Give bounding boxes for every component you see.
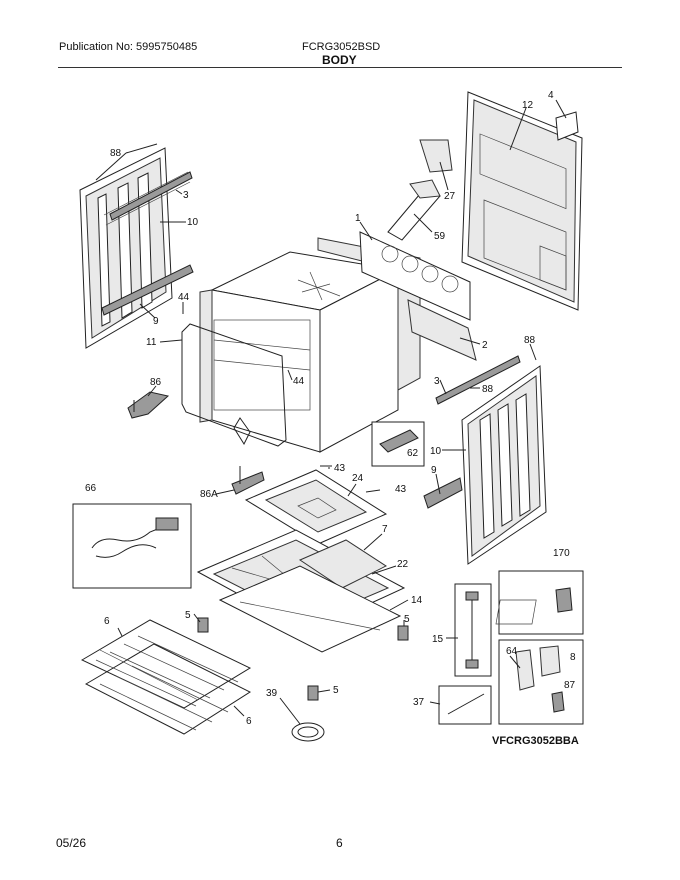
wire-harness-box [454, 583, 492, 677]
control-panel-bracket [359, 231, 471, 321]
callout-9-left: 9 [153, 316, 159, 327]
back-cover-plate [555, 111, 579, 141]
callout-24: 24 [352, 473, 364, 484]
callout-9-right: 9 [431, 465, 437, 476]
callout-44-a: 44 [178, 292, 190, 303]
callout-27: 27 [444, 191, 456, 202]
callout-43-b: 43 [395, 484, 407, 495]
callout-labels: 88 3 10 9 44 44 11 86 1 12 4 27 59 2 88 … [85, 90, 576, 727]
callout-88-right-top: 88 [524, 335, 536, 346]
bottom-base [218, 565, 402, 653]
footer-date: 05/26 [56, 836, 87, 850]
oven-rack-lower [84, 643, 252, 735]
callout-5-a: 5 [185, 610, 191, 621]
door-gasket [181, 323, 287, 447]
cavity-back-panel [317, 237, 421, 391]
leader-lines [95, 99, 567, 725]
diagram-code: VFCRG3052BBA [492, 735, 579, 747]
callout-59: 59 [434, 231, 446, 242]
callout-62: 62 [407, 448, 419, 459]
back-panel [461, 91, 583, 311]
left-side-panel [79, 147, 191, 349]
callout-12: 12 [522, 100, 534, 111]
callout-5-c: 5 [333, 685, 339, 696]
callout-2: 2 [482, 340, 488, 351]
right-oven-rail-top [435, 355, 521, 405]
hinge-receiver [127, 391, 170, 419]
sensor-probe-box [438, 685, 492, 725]
callout-1: 1 [355, 213, 361, 224]
right-oven-rail-bottom [423, 477, 463, 509]
callout-5-b: 5 [404, 614, 410, 625]
callout-37: 37 [413, 697, 425, 708]
callout-8: 8 [570, 652, 576, 663]
vent-duct [419, 139, 453, 173]
burner-box [298, 539, 388, 589]
callout-86: 86 [150, 377, 162, 388]
callout-87: 87 [564, 680, 576, 691]
bake-element-pan [244, 469, 388, 545]
leveling-leg-right [397, 625, 409, 641]
callout-15: 15 [432, 634, 444, 645]
callout-86A: 86A [200, 489, 218, 500]
leveling-leg-left [197, 617, 209, 633]
callout-6-a: 6 [104, 616, 110, 627]
callout-88-left: 88 [110, 148, 122, 159]
door-hinge [231, 466, 265, 495]
callout-3-left: 3 [183, 190, 189, 201]
left-oven-rail-top [109, 171, 193, 221]
right-side-panel [461, 365, 547, 565]
left-oven-rail-bottom [101, 264, 194, 316]
callout-6-b: 6 [246, 716, 252, 727]
header-divider [58, 67, 622, 68]
model-number: FCRG3052BSD [302, 41, 381, 53]
callout-43-a: 43 [334, 463, 346, 474]
callout-4: 4 [548, 90, 554, 101]
broil-element-box [72, 503, 192, 589]
callout-3-right: 3 [434, 376, 440, 387]
callout-10-right: 10 [430, 446, 442, 457]
callout-44-b: 44 [293, 376, 305, 387]
callout-7: 7 [382, 524, 388, 535]
screw-43-lower [365, 489, 381, 493]
igniter-wire-coil [291, 722, 325, 742]
callout-170: 170 [553, 548, 570, 559]
callout-10-left: 10 [187, 217, 199, 228]
publication-number: Publication No: 5995750485 [59, 41, 198, 53]
page-number: 6 [336, 836, 343, 850]
oven-cavity [199, 251, 400, 453]
callout-39: 39 [266, 688, 278, 699]
section-title: BODY [322, 53, 357, 67]
heat-shield [407, 299, 477, 361]
callout-22: 22 [397, 559, 409, 570]
callout-88-right: 88 [482, 384, 494, 395]
parts-kit-box [495, 570, 584, 635]
callout-64: 64 [506, 646, 518, 657]
callout-66: 66 [85, 483, 97, 494]
vent-chute [387, 179, 441, 241]
leveling-leg-bottom [307, 685, 319, 701]
callout-11: 11 [146, 337, 157, 348]
terminal-block-box [371, 421, 425, 467]
callout-14: 14 [411, 595, 423, 606]
brackets-box [498, 639, 584, 725]
